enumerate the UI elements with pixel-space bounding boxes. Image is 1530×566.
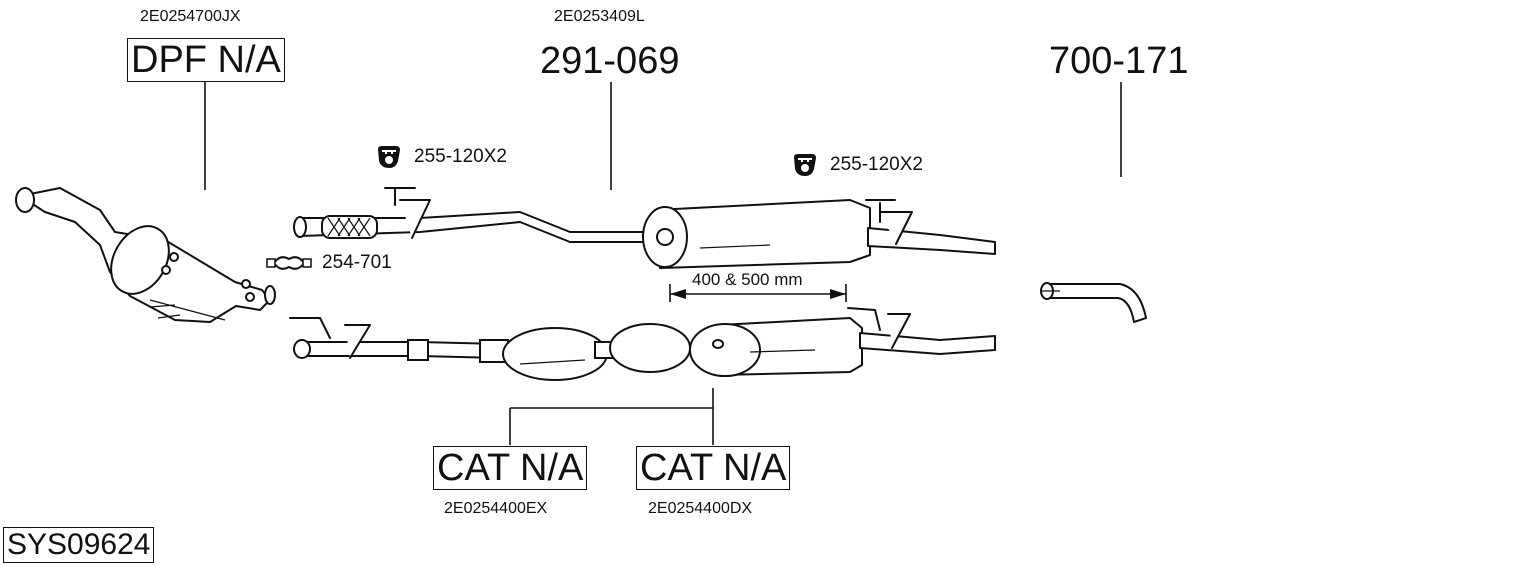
- rubber-hanger-icon: [378, 146, 400, 168]
- dpf-unit-drawing: [15, 187, 276, 323]
- front-pipe-part-number[interactable]: 291-069: [540, 40, 680, 82]
- cat-leader-lines: [509, 388, 714, 445]
- hanger-callout-2: 255-120X2: [792, 153, 923, 177]
- system-id-label: SYS09624: [3, 527, 155, 563]
- flex-mesh: [327, 217, 371, 237]
- tail-pipe-drawing: [1040, 282, 1147, 323]
- dimension-arrow: [669, 284, 847, 302]
- hanger-callout-1: 255-120X2: [376, 145, 507, 169]
- pipe-clamp-icon: [266, 256, 312, 270]
- front-pipe-drawing: [293, 187, 996, 269]
- front-pipe-oe-reference: 2E0253409L: [554, 8, 645, 25]
- rubber-hanger-icon: [794, 154, 816, 176]
- catalyst-pipe-drawing: [289, 307, 996, 381]
- cat2-part-label[interactable]: CAT N/A: [636, 446, 791, 490]
- dpf-part-label[interactable]: DPF N/A: [127, 38, 285, 82]
- cat1-part-label[interactable]: CAT N/A: [433, 446, 588, 490]
- tail-pipe-part-number[interactable]: 700-171: [1049, 40, 1189, 82]
- clamp-callout: 254-701: [266, 252, 392, 274]
- dimension-label: 400 & 500 mm: [692, 270, 803, 289]
- hanger-label-2[interactable]: 255-120X2: [830, 154, 923, 175]
- cat2-oe-reference: 2E0254400DX: [648, 500, 753, 517]
- dpf-oe-reference: 2E0254700JX: [140, 8, 241, 25]
- hanger-label-1[interactable]: 255-120X2: [414, 146, 507, 167]
- cat1-oe-reference: 2E0254400EX: [444, 500, 548, 517]
- clamp-label[interactable]: 254-701: [322, 252, 392, 273]
